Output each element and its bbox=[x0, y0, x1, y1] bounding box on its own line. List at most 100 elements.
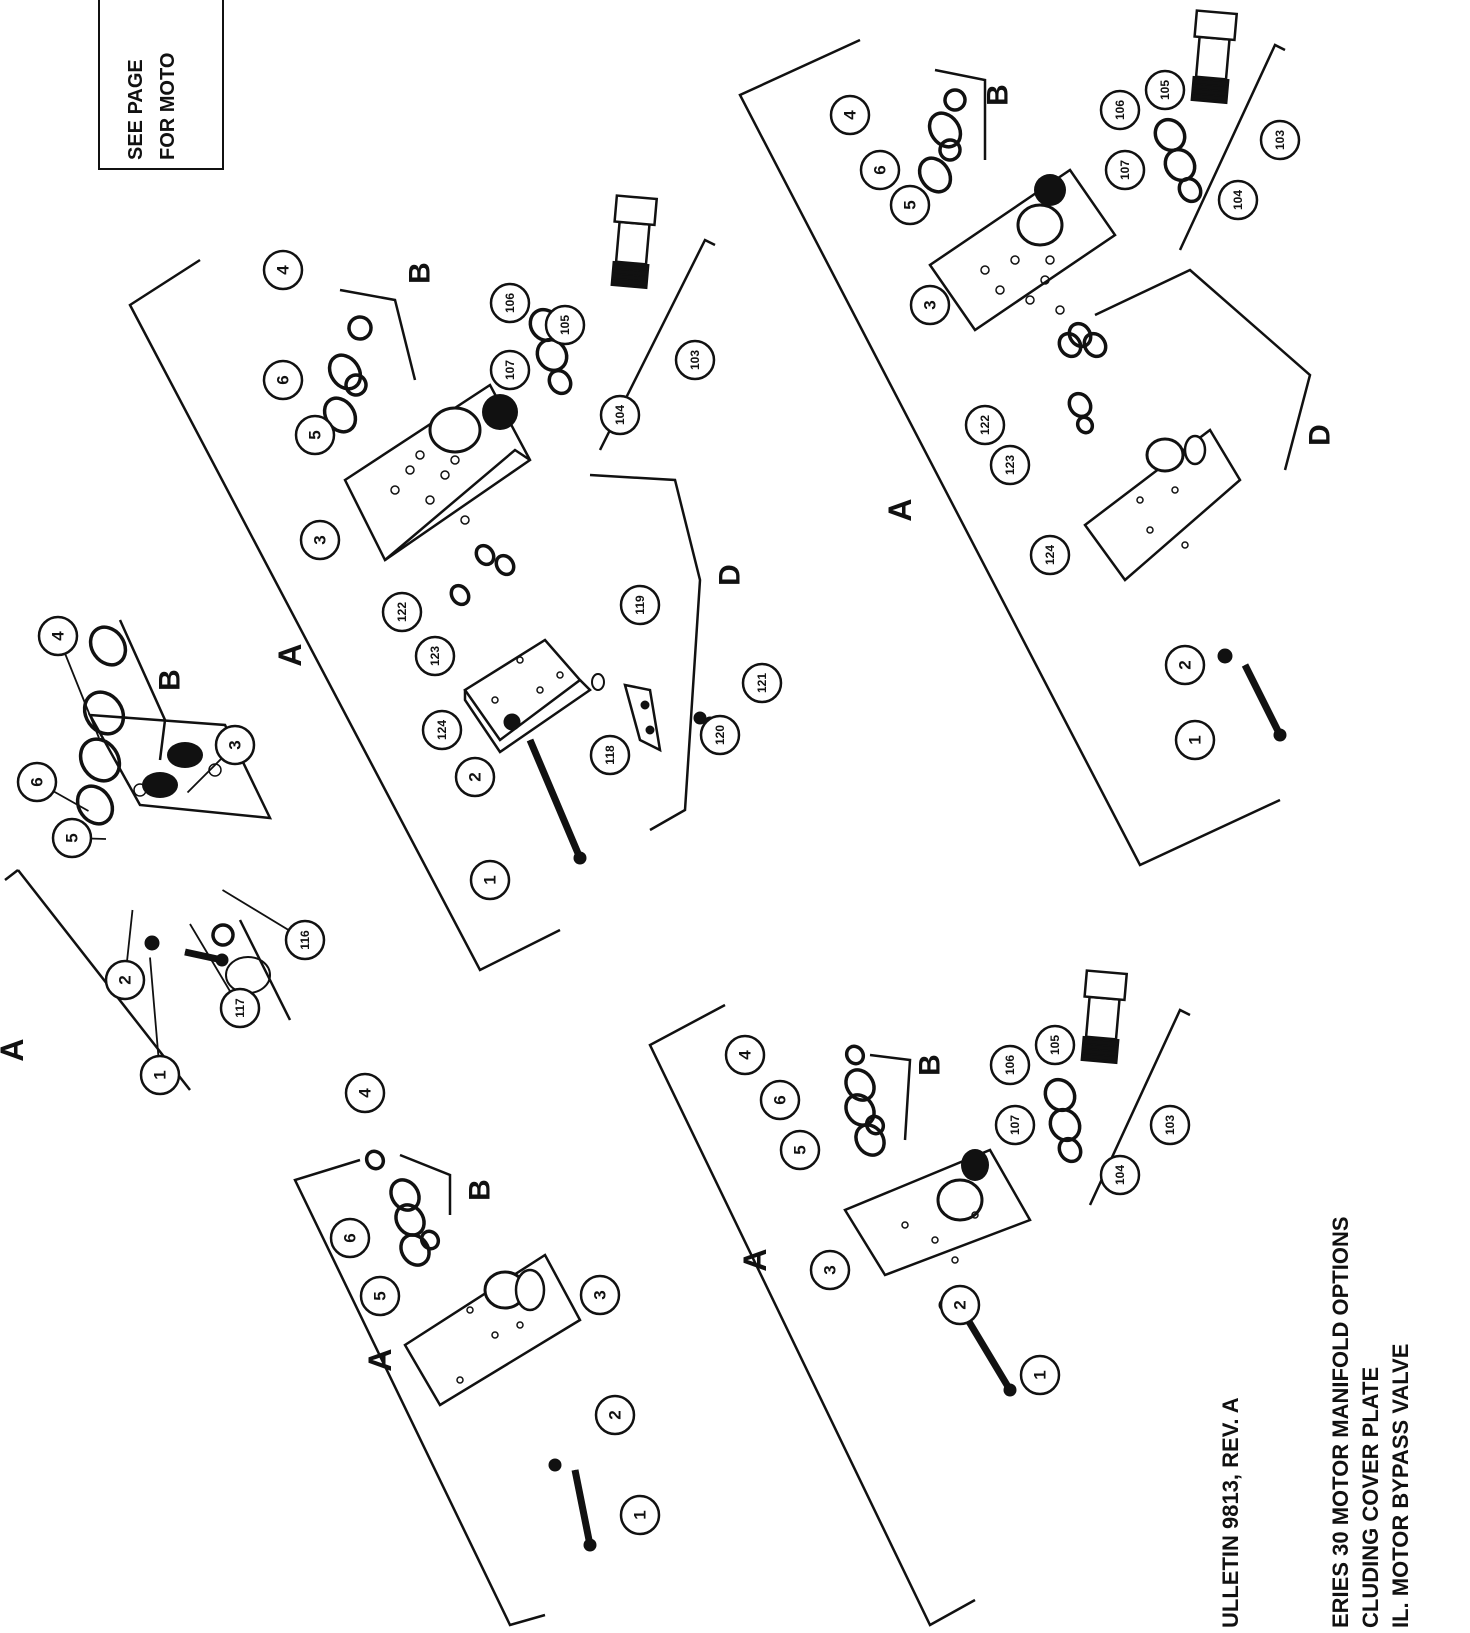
valve-cap bbox=[613, 194, 659, 227]
callout-circle bbox=[589, 734, 631, 776]
bypass-seal bbox=[1183, 434, 1207, 466]
callout-circle bbox=[741, 662, 783, 704]
port-hole bbox=[556, 671, 564, 679]
callout-number: 106 bbox=[1113, 100, 1127, 120]
bracket-A bbox=[17, 869, 191, 1091]
callout-number: 105 bbox=[1158, 80, 1172, 100]
bolt bbox=[571, 1469, 597, 1552]
port-plug bbox=[142, 772, 178, 798]
callout-number: 3 bbox=[226, 740, 245, 749]
callout-103: 103 bbox=[1259, 119, 1301, 161]
callout-circle bbox=[989, 1044, 1031, 1086]
port-hole bbox=[901, 1221, 909, 1229]
washer bbox=[503, 713, 521, 731]
callout-circle bbox=[674, 339, 716, 381]
callout-124: 124 bbox=[421, 709, 463, 751]
callout-3: 3 bbox=[214, 724, 256, 766]
valve-thread bbox=[1082, 1037, 1119, 1043]
group-label-B: B bbox=[404, 262, 437, 284]
callout-122: 122 bbox=[381, 591, 423, 633]
callout-number: 104 bbox=[613, 405, 627, 425]
relief-seal bbox=[1034, 174, 1066, 206]
callout-number: 1 bbox=[151, 1070, 170, 1079]
valve-cartridge bbox=[1190, 9, 1239, 105]
port-hole bbox=[516, 656, 524, 664]
bolt-head bbox=[573, 851, 587, 865]
port-hole bbox=[1045, 255, 1055, 265]
group-label-B: B bbox=[154, 669, 187, 691]
group-label-A: A bbox=[0, 1038, 30, 1061]
view-top-center: ABD1234561031041051061071181191201211221… bbox=[128, 194, 783, 972]
callout-circle bbox=[359, 1275, 401, 1317]
callout-circle bbox=[414, 635, 456, 677]
o-ring bbox=[494, 553, 516, 577]
callout-number: 122 bbox=[395, 602, 409, 622]
group-label-A: A bbox=[882, 498, 918, 521]
bolt bbox=[184, 948, 229, 967]
callout-circle bbox=[489, 349, 531, 391]
o-ring bbox=[1048, 1107, 1082, 1143]
port-hole bbox=[1040, 275, 1050, 285]
bracket-103 bbox=[1088, 1008, 1191, 1206]
callout-number: 103 bbox=[688, 350, 702, 370]
relief-plug bbox=[1016, 203, 1064, 247]
relief-plug bbox=[428, 406, 482, 454]
callout-number: 106 bbox=[1003, 1055, 1017, 1075]
callout-1: 1 bbox=[619, 1494, 661, 1536]
callout-number: 124 bbox=[435, 720, 449, 740]
callout-5: 5 bbox=[51, 817, 93, 859]
callout-number: 6 bbox=[274, 375, 293, 384]
callout-circle bbox=[454, 756, 496, 798]
valve-thread bbox=[612, 262, 649, 268]
o-ring bbox=[75, 784, 115, 826]
callout-118: 118 bbox=[589, 734, 631, 776]
bracket-116 bbox=[238, 919, 292, 1021]
callout-circle bbox=[909, 284, 951, 326]
bracket-A bbox=[648, 1003, 976, 1627]
o-ring bbox=[844, 1044, 866, 1066]
bracket-A bbox=[128, 258, 561, 972]
o-ring bbox=[943, 88, 967, 112]
group-label-D: D bbox=[1304, 424, 1337, 446]
callout-number: 4 bbox=[356, 1088, 375, 1098]
valve-thread bbox=[611, 277, 648, 283]
callout-number: 4 bbox=[274, 265, 293, 275]
callout-number: 105 bbox=[558, 315, 572, 335]
callout-circle bbox=[16, 761, 58, 803]
bolt-head bbox=[215, 953, 229, 967]
callout-123: 123 bbox=[414, 635, 456, 677]
callout-124: 124 bbox=[1029, 534, 1071, 576]
callout-1: 1 bbox=[139, 1054, 181, 1096]
callout-1: 1 bbox=[469, 859, 511, 901]
port-hole bbox=[390, 485, 400, 495]
valve-thread bbox=[1081, 1052, 1118, 1058]
bracket-B bbox=[399, 1153, 452, 1215]
bolt-head bbox=[1003, 1383, 1017, 1397]
callout-number: 123 bbox=[1003, 455, 1017, 475]
o-ring bbox=[82, 690, 126, 736]
callout-105: 105 bbox=[1144, 69, 1186, 111]
o-ring bbox=[364, 1149, 386, 1171]
o-ring bbox=[844, 1093, 876, 1127]
callout-4: 4 bbox=[724, 1034, 766, 1076]
callout-3: 3 bbox=[299, 519, 341, 561]
port-hole bbox=[415, 450, 425, 460]
callout-circle bbox=[214, 724, 256, 766]
port-hole bbox=[971, 1211, 979, 1219]
callout-circle bbox=[489, 282, 531, 324]
callout-6: 6 bbox=[329, 1217, 371, 1259]
callout-circle bbox=[829, 94, 871, 136]
callout-number: 117 bbox=[233, 998, 247, 1018]
o-ring bbox=[344, 373, 368, 397]
see-page-note-box: SEE PAGE FOR MOTO bbox=[98, 0, 224, 170]
port-hole bbox=[456, 1376, 464, 1384]
valve-thread bbox=[1192, 87, 1228, 93]
callout-106: 106 bbox=[989, 1044, 1031, 1086]
cover-plate-edge bbox=[463, 679, 592, 754]
cover-plate bbox=[87, 713, 273, 820]
callout-3: 3 bbox=[909, 284, 951, 326]
group-label-D: D bbox=[714, 564, 747, 586]
callout-121: 121 bbox=[741, 662, 783, 704]
callout-107: 107 bbox=[489, 349, 531, 391]
callout-circle bbox=[421, 709, 463, 751]
